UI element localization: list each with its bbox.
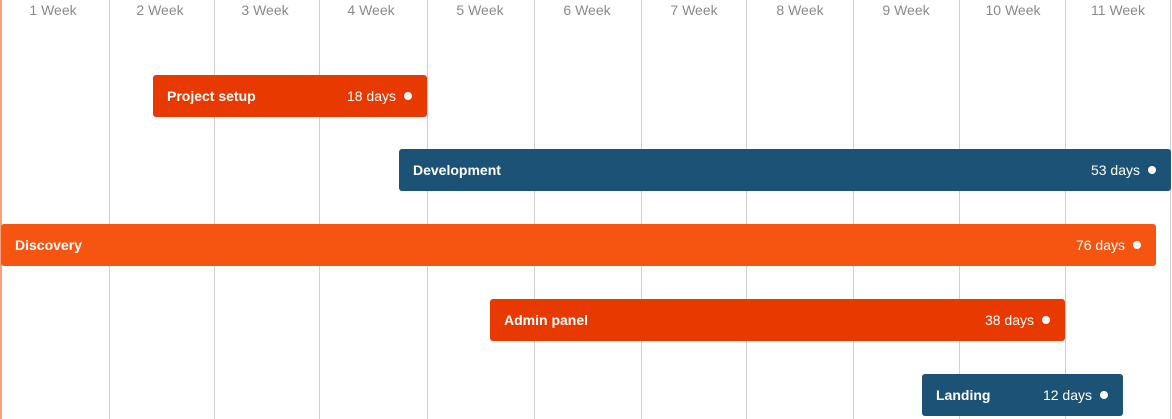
week-axis: 1 Week 2 Week 3 Week 4 Week 5 Week 6 Week 7 We… bbox=[29, 2, 1146, 18]
task-bar-rect[interactable] bbox=[922, 374, 1123, 416]
task-duration-label: 76 days bbox=[1076, 237, 1125, 253]
task-name-label: Landing bbox=[936, 387, 990, 403]
week-tick-label: 11 Week bbox=[1091, 2, 1146, 18]
task-name-label: Project setup bbox=[167, 88, 256, 104]
week-tick-label: 8 Week bbox=[776, 2, 824, 18]
week-tick-label: 7 Week bbox=[670, 2, 718, 18]
week-tick-label: 1 Week bbox=[29, 2, 77, 18]
status-dot-icon bbox=[1133, 241, 1141, 249]
task-duration-label: 12 days bbox=[1043, 387, 1092, 403]
task-bar-rect[interactable] bbox=[153, 75, 427, 117]
task-bar-landing[interactable]: Landing 12 days bbox=[922, 374, 1123, 416]
task-name-label: Development bbox=[413, 162, 501, 178]
task-duration-label: 18 days bbox=[347, 88, 396, 104]
task-bar-project-setup[interactable]: Project setup 18 days bbox=[153, 75, 427, 117]
week-tick-label: 4 Week bbox=[347, 2, 395, 18]
task-duration-label: 53 days bbox=[1091, 162, 1140, 178]
status-dot-icon bbox=[404, 92, 412, 100]
task-bar-discovery[interactable]: Discovery 76 days bbox=[1, 224, 1156, 266]
task-bar-rect[interactable] bbox=[490, 299, 1065, 341]
week-tick-label: 3 Week bbox=[241, 2, 289, 18]
status-dot-icon bbox=[1042, 316, 1050, 324]
task-bar-rect[interactable] bbox=[1, 224, 1156, 266]
week-tick-label: 9 Week bbox=[882, 2, 930, 18]
status-dot-icon bbox=[1148, 166, 1156, 174]
week-tick-label: 2 Week bbox=[136, 2, 184, 18]
week-tick-label: 10 Week bbox=[986, 2, 1042, 18]
task-bar-admin-panel[interactable]: Admin panel 38 days bbox=[490, 299, 1065, 341]
task-name-label: Discovery bbox=[15, 237, 82, 253]
status-dot-icon bbox=[1100, 391, 1108, 399]
week-tick-label: 6 Week bbox=[563, 2, 611, 18]
task-bar-rect[interactable] bbox=[399, 149, 1171, 191]
task-name-label: Admin panel bbox=[504, 312, 588, 328]
week-tick-label: 5 Week bbox=[456, 2, 504, 18]
task-bar-development[interactable]: Development 53 days bbox=[399, 149, 1171, 191]
task-duration-label: 38 days bbox=[985, 312, 1034, 328]
